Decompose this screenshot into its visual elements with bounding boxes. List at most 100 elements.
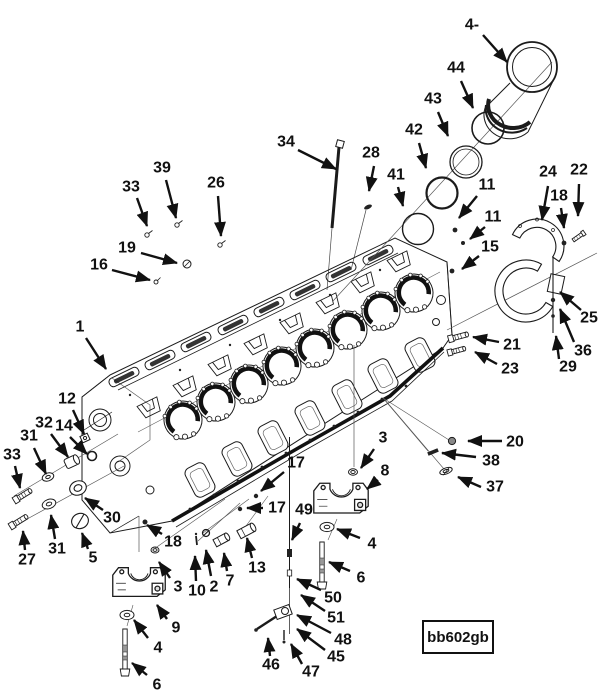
callout-label: 16 [90, 257, 108, 274]
callout-arrow-icon [558, 308, 576, 343]
callout-4: 4 [133, 619, 163, 657]
callout-label: 19 [118, 240, 136, 257]
callout-label: 45 [327, 649, 345, 666]
callout-34: 34 [277, 134, 337, 171]
callout-arrow-icon [300, 594, 326, 612]
callout-arrow-icon [474, 350, 498, 366]
callout-28: 28 [362, 145, 380, 192]
callout-label: 32 [35, 415, 53, 432]
figure-id-box: bb602gb [422, 620, 494, 654]
top-left-plug-parts [144, 220, 226, 285]
callout-27: 27 [18, 530, 36, 569]
cylinder-liner [484, 42, 557, 139]
callout-arrow-icon [469, 225, 486, 240]
callout-39: 39 [153, 160, 179, 219]
dowel-18-left [142, 519, 148, 525]
callout-label: 34 [277, 134, 295, 151]
callout-arrow-icon [84, 337, 108, 370]
callout-36: 36 [558, 308, 592, 360]
sleeve-13 [237, 522, 257, 538]
callout-label: 41 [387, 167, 405, 184]
callout-arrow-icon [80, 532, 93, 550]
bushing-30 [67, 478, 88, 497]
callout-29: 29 [551, 335, 577, 376]
callout-label: 3 [174, 579, 183, 596]
callout-label: 11 [479, 177, 496, 194]
callout-arrow-icon [296, 628, 326, 651]
callout-label: 2 [210, 579, 219, 596]
callout-label: 33 [122, 179, 140, 196]
callout-label: 47 [302, 664, 320, 681]
callout-19: 19 [118, 240, 178, 266]
callout-15: 15 [461, 239, 499, 270]
callout-label: 13 [248, 560, 266, 577]
callout-arrow-icon [263, 637, 276, 657]
callout-arrow-icon [156, 604, 171, 620]
pin-38 [427, 448, 439, 456]
o-ring-42 [427, 178, 458, 209]
callout-10: 10 [188, 555, 206, 600]
liner-screws [449, 227, 465, 274]
callout-arrow-icon [416, 142, 429, 169]
callout-label: 31 [20, 428, 38, 445]
callout-arrow-icon [213, 195, 226, 237]
callout-arrow-icon [360, 448, 375, 469]
callout-label: 4 [368, 536, 377, 553]
callout-label: 18 [550, 188, 568, 205]
callout-arrow-icon [472, 333, 500, 346]
callout-label: 21 [503, 337, 521, 354]
callout-label: 50 [324, 590, 342, 607]
callout-arrow-icon [436, 111, 450, 137]
bottom-middle-parts [142, 398, 456, 644]
callout-arrow-icon [296, 613, 332, 635]
callout-arrow-icon [441, 448, 477, 461]
callout-arrow-icon [289, 643, 304, 665]
callout-label: 11 [485, 209, 502, 226]
callout-9: 9 [156, 604, 181, 637]
head-stud-parts [327, 140, 372, 290]
callout-8: 8 [366, 463, 390, 490]
thrust-bearing-kit [446, 218, 597, 357]
callout-label: 23 [501, 361, 519, 378]
callout-label: 14 [55, 418, 73, 435]
callout-41: 41 [387, 167, 406, 207]
callout-arrow-icon [555, 207, 568, 229]
callout-arrow-icon [457, 475, 482, 489]
callout-label: 27 [18, 552, 36, 569]
dowel-3-right [349, 469, 358, 475]
o-ring-44 [472, 112, 504, 144]
callout-20: 20 [467, 434, 524, 451]
callout-label: 1 [76, 319, 85, 336]
main-bearing-caps [112, 345, 369, 677]
callout-label: 49 [295, 502, 313, 519]
callout-14: 14 [55, 418, 88, 455]
callout-label: 43 [424, 91, 442, 108]
callout-arrow-icon [393, 186, 406, 207]
bushing-32 [63, 454, 80, 469]
callout-arrow-icon [459, 80, 475, 109]
callout-label: 6 [357, 570, 366, 587]
callout-label: 36 [574, 343, 592, 360]
callout-label: 10 [188, 583, 206, 600]
callout-label: 4 [154, 640, 163, 657]
callout-label: 26 [207, 175, 225, 192]
callout-3: 3 [158, 561, 183, 596]
callout-6: 6 [131, 662, 162, 694]
callout-arrow-icon [69, 436, 88, 455]
callout-label: 22 [570, 162, 588, 179]
callout-label: 5 [89, 550, 98, 567]
callout-label: 12 [58, 391, 76, 408]
callout-arrow-icon [47, 514, 60, 540]
callout-17: 17 [260, 455, 305, 492]
callout-arrow-icon [296, 577, 322, 592]
cylinder-liner-kit [333, 42, 557, 301]
callout-4: 4 [336, 527, 377, 553]
callout-arrow-icon [244, 537, 257, 559]
callout-label: 39 [153, 160, 171, 177]
callout-6: 6 [328, 560, 366, 587]
dowel-3-left [151, 547, 159, 553]
callout-arrow-icon [297, 148, 337, 171]
callout-label: 29 [559, 359, 577, 376]
callout-17: 17 [246, 500, 286, 517]
